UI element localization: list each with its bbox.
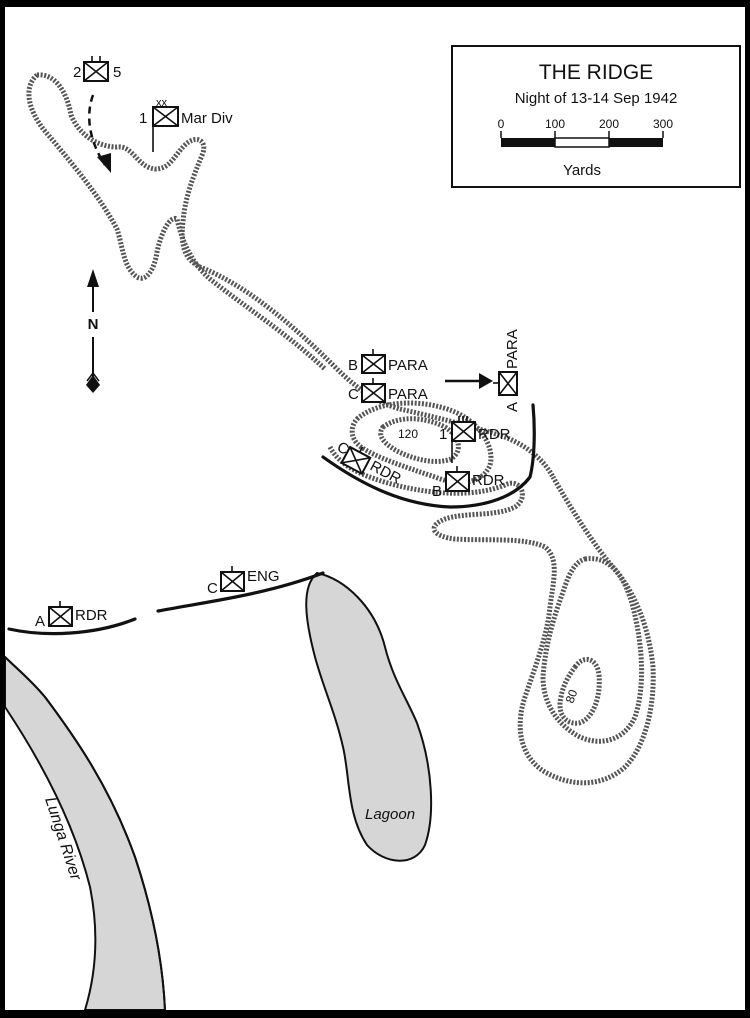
north-label: N: [88, 316, 99, 333]
hill-120-contours: [327, 400, 656, 786]
unit-symbol-c-eng: [220, 566, 245, 592]
scale-tick-0: 0: [498, 117, 505, 131]
scale-tick-200: 200: [599, 117, 619, 131]
defensive-lines: [7, 403, 536, 636]
unit-c-para-prefix: C: [348, 386, 359, 403]
north-arrow: [86, 269, 100, 393]
unit-1-mar-div-suffix: Mar Div: [181, 110, 233, 127]
unit-symbol-1-rdr: [451, 416, 476, 463]
map-canvas: Lunga River Lagoon: [5, 45, 741, 1010]
unit-2-5-suffix: 5: [113, 64, 121, 81]
unit-1-mar-div-prefix: 1: [139, 110, 147, 127]
elevation-120: 120: [398, 427, 418, 441]
unit-c-eng-prefix: C: [207, 580, 218, 597]
scale-bar-segment-0-100: [501, 138, 555, 147]
unit-a-para-suffix: PARA: [504, 329, 521, 369]
unit-symbol-c-para: [361, 378, 386, 403]
unit-symbol-1-mar-div: xx: [152, 97, 179, 152]
unit-b-para-prefix: B: [348, 357, 358, 374]
scale-unit: Yards: [563, 162, 601, 179]
battle-map: Lunga River Lagoon: [5, 7, 745, 1010]
elevation-80: 80: [563, 687, 581, 705]
unit-c-eng-suffix: ENG: [247, 568, 280, 585]
unit-symbol-b-rdr: [445, 466, 470, 492]
unit-symbol-a-para: [493, 371, 518, 396]
lagoon-label: Lagoon: [365, 806, 415, 823]
unit-a-para-prefix: A: [504, 402, 521, 412]
unit-2-5-prefix: 2: [73, 64, 81, 81]
unit-1-rdr-suffix: RDR: [478, 426, 511, 443]
lagoon: [305, 571, 433, 862]
legend-box: [451, 45, 741, 188]
unit-b-rdr-prefix: B: [432, 483, 442, 500]
legend-subtitle: Night of 13-14 Sep 1942: [515, 90, 678, 107]
unit-symbol-b-para: [361, 349, 386, 374]
legend-title: THE RIDGE: [539, 61, 653, 84]
hill-80-contours: [540, 556, 645, 744]
svg-text:xx: xx: [156, 97, 168, 109]
unit-b-para-suffix: PARA: [388, 357, 428, 374]
unit-c-para-suffix: PARA: [388, 386, 428, 403]
movement-arrow-2-5: [87, 94, 107, 166]
unit-b-rdr-suffix: RDR: [472, 472, 505, 489]
scale-bar-segment-100-200: [554, 137, 610, 148]
unit-a-rdr-prefix: A: [35, 613, 45, 630]
movement-arrowhead-2-5: [97, 153, 111, 173]
unit-symbol-2-5: [83, 56, 109, 82]
lunga-river: [5, 655, 167, 1010]
unit-symbol-c-rdr: [340, 445, 372, 476]
scale-bar-segment-200-300: [609, 138, 663, 147]
ridge-contours: [26, 72, 556, 479]
unit-symbol-a-rdr: [48, 601, 73, 627]
unit-1-rdr-prefix: 1: [439, 426, 447, 443]
para-movement-arrowhead: [479, 373, 493, 389]
scale-tick-300: 300: [653, 117, 673, 131]
scale-tick-100: 100: [545, 117, 565, 131]
unit-a-rdr-suffix: RDR: [75, 607, 108, 624]
